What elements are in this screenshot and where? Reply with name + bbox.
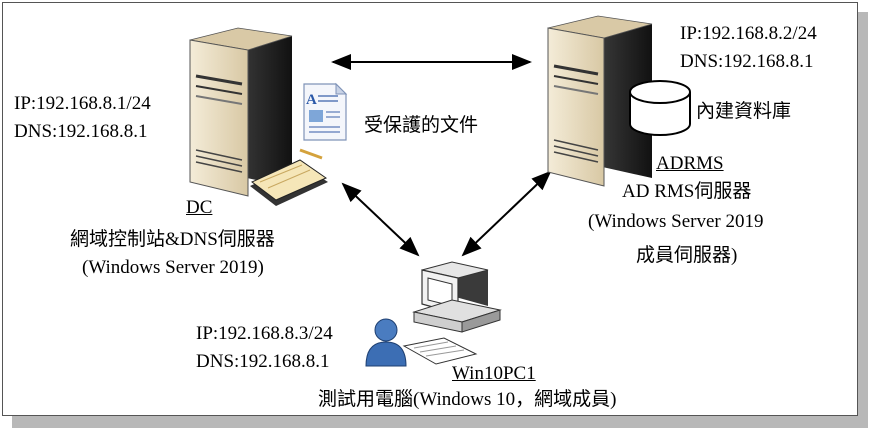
dc-server-icon	[189, 27, 293, 197]
adrms-member-label: 成員伺服器)	[636, 245, 738, 266]
arrow-dc-client	[341, 182, 420, 257]
adrms-server-icon	[547, 15, 653, 187]
database-label: 內建資料庫	[696, 101, 792, 122]
book-icon	[250, 148, 328, 206]
dc-dns-label: DNS:192.168.8.1	[14, 121, 148, 142]
user-icon	[365, 318, 407, 367]
dc-ip-label: IP:192.168.8.1/24	[14, 93, 151, 114]
client-ip-label: IP:192.168.8.3/24	[196, 323, 333, 344]
dc-os-label: (Windows Server 2019)	[82, 257, 264, 278]
adrms-os-label: (Windows Server 2019	[588, 211, 764, 232]
client-pc-icon	[402, 261, 502, 365]
adrms-name-label: ADRMS	[656, 153, 724, 174]
database-icon	[629, 80, 691, 136]
document-label: 受保護的文件	[364, 115, 479, 136]
client-desc-label: 測試用電腦(Windows 10，網域成員)	[318, 389, 617, 410]
svg-text:A: A	[306, 92, 317, 108]
adrms-dns-label: DNS:192.168.8.1	[680, 51, 814, 72]
arrow-adrms-client	[461, 170, 552, 257]
dc-name-label: DC	[186, 197, 213, 218]
client-name-label: Win10PC1	[452, 363, 536, 384]
client-dns-label: DNS:192.168.8.1	[196, 351, 330, 372]
dc-role-label: 網域控制站&DNS伺服器	[70, 229, 275, 250]
adrms-ip-label: IP:192.168.8.2/24	[680, 23, 817, 44]
document-icon: A	[303, 82, 348, 141]
adrms-role-label: AD RMS伺服器	[622, 181, 752, 202]
